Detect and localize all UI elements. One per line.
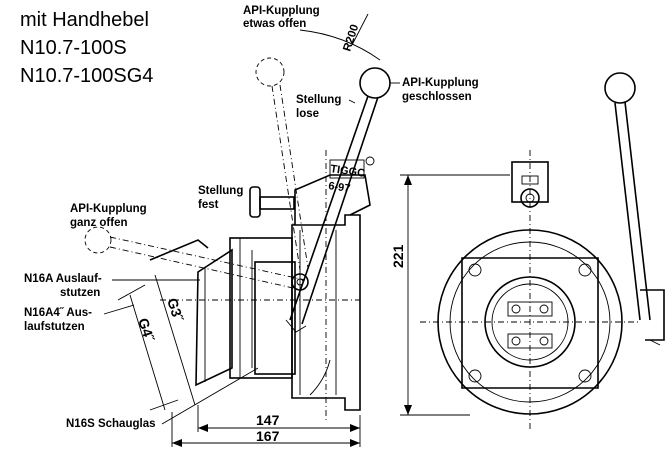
thread-g3-label: G3˝: [164, 296, 187, 324]
label-radius: R200: [341, 23, 361, 53]
label-n16a4-1: N16A4˝ Aus-: [24, 307, 92, 319]
label-position-fixed-1: Stellung: [198, 185, 243, 197]
thread-g4-label: G4˝: [135, 316, 158, 344]
title-line-2: N10.7-100S: [20, 37, 127, 59]
label-api-fully-open-1: API-Kupplung: [70, 203, 147, 215]
label-n16a-1: N16A Auslauf-: [24, 273, 102, 285]
coupling-side-view: [117, 150, 375, 420]
lever-position-slightly-open: [255, 57, 309, 271]
label-n16s: N16S Schauglas: [66, 418, 155, 430]
coupling-front-view: [420, 72, 665, 430]
plate-text-2: 6-97: [328, 180, 351, 195]
title-line-1: mit Handhebel: [20, 9, 149, 31]
label-n16a4-2: laufstutzen: [24, 321, 85, 333]
width-147-label: 147: [256, 412, 280, 428]
title-line-3: N10.7-100SG4: [20, 65, 153, 87]
radius-arc: [299, 13, 381, 61]
height-221-label: 221: [390, 244, 406, 268]
label-api-closed-2: geschlossen: [402, 91, 472, 103]
label-api-slightly-open-2: etwas offen: [243, 18, 306, 30]
label-api-fully-open-2: ganz offen: [70, 217, 128, 229]
label-position-loose-1: Stellung: [296, 94, 341, 106]
label-api-slightly-open-1: API-Kupplung: [243, 5, 320, 17]
lever-position-fully-open: [84, 226, 306, 291]
label-n16a-2: stutzen: [60, 287, 100, 299]
width-167-label: 167: [256, 428, 280, 444]
dimension-221: [400, 174, 510, 416]
label-api-closed-1: API-Kupplung: [402, 77, 479, 89]
label-position-loose-2: lose: [296, 108, 319, 120]
label-position-fixed-2: fest: [198, 199, 219, 211]
dimension-widths: [171, 405, 361, 447]
plate-text-1: TIGGC: [330, 163, 366, 180]
